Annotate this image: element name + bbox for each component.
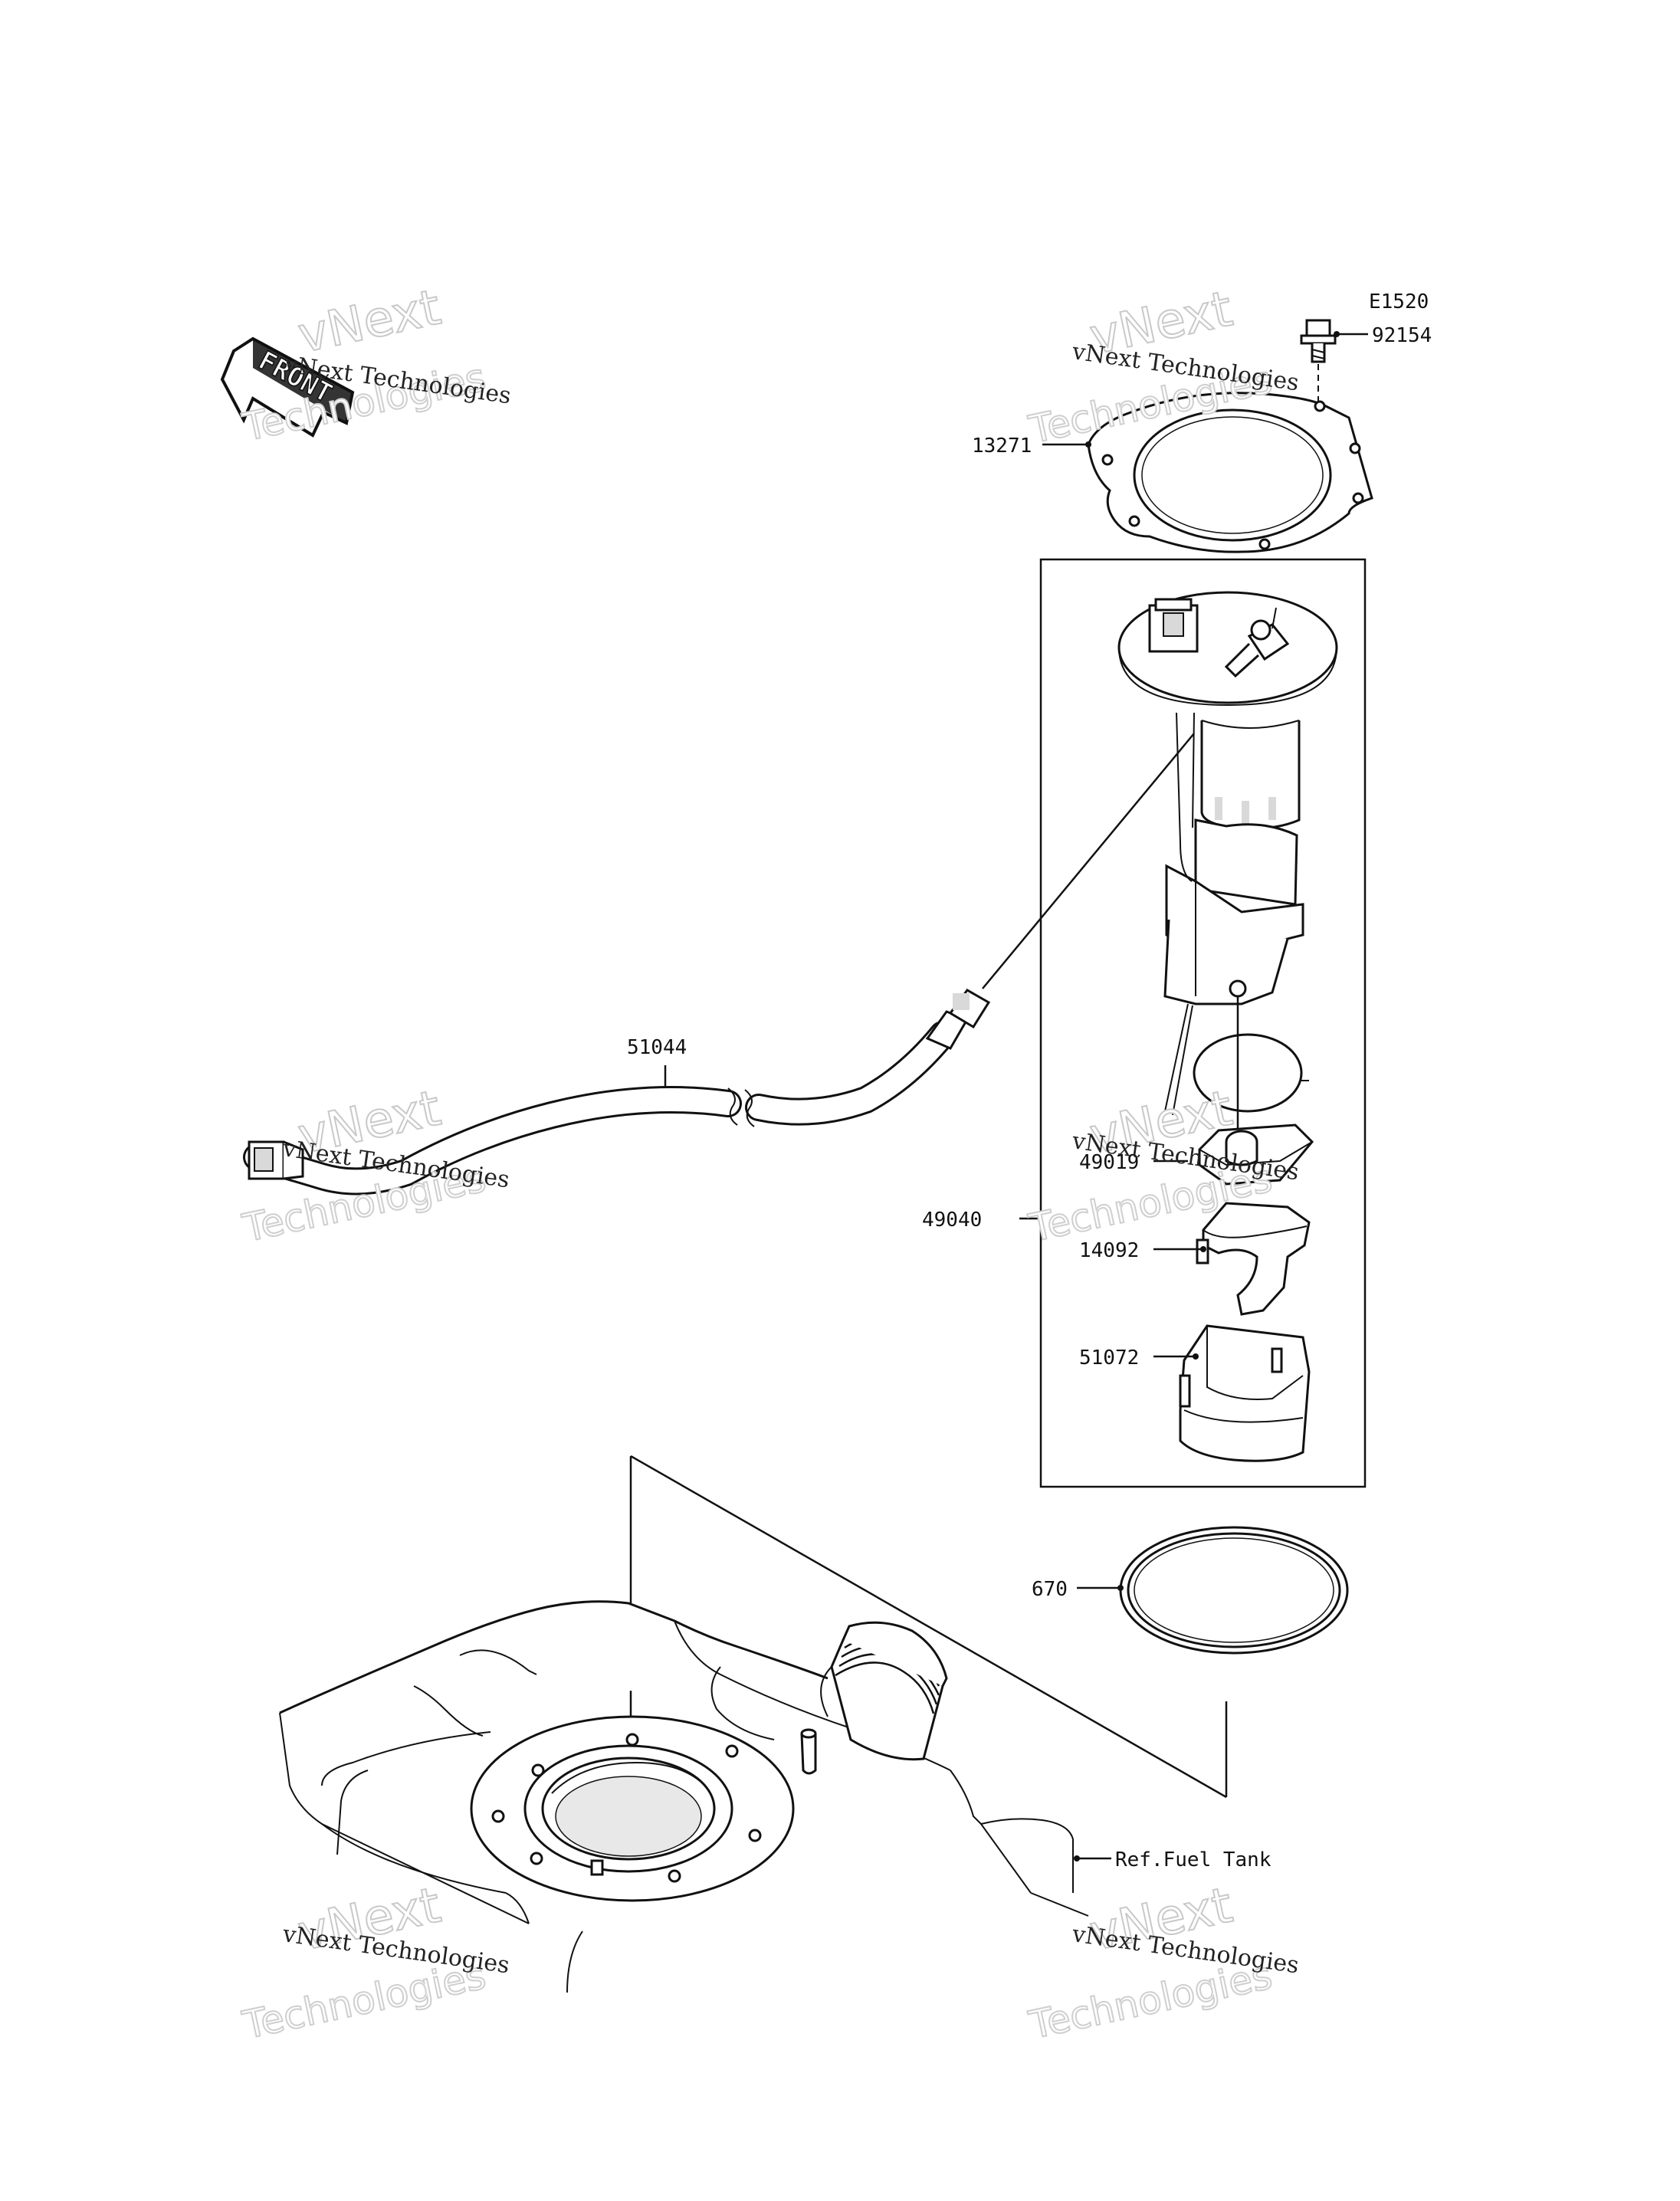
label-13271: 13271 — [972, 435, 1032, 458]
label-51044: 51044 — [627, 1036, 687, 1059]
label-49019: 49019 — [1079, 1151, 1139, 1174]
label-670: 670 — [1032, 1578, 1068, 1601]
fuel-pump-body-icon — [1163, 712, 1309, 1116]
clip-14092-icon — [1196, 1202, 1311, 1316]
label-92154: 92154 — [1372, 324, 1432, 347]
svg-text:vNext: vNext — [294, 279, 445, 364]
fuel-tank-icon — [279, 1600, 1089, 1993]
svg-text:vNext: vNext — [1085, 1877, 1237, 1962]
gasket-13271-icon — [1087, 392, 1373, 553]
bolt-92154-icon — [1300, 319, 1337, 363]
diagram-code: E1520 — [1369, 290, 1429, 313]
filter-49019-icon — [1198, 1123, 1314, 1186]
wire-harness-51044-icon — [243, 989, 991, 1196]
assembly-49040-box — [1039, 558, 1367, 1488]
oring-670-icon — [1119, 1526, 1349, 1655]
watermark-bottom-right: vNext Technologies vNext Technologies — [1024, 1876, 1300, 2048]
label-ref-fuel-tank: Ref.Fuel Tank — [1115, 1848, 1271, 1871]
label-14092: 14092 — [1079, 1239, 1139, 1262]
cup-51072-icon — [1179, 1324, 1311, 1462]
fuel-pump-flange-icon — [1117, 591, 1338, 707]
label-49040: 49040 — [922, 1209, 982, 1232]
watermark-bottom-left: vNext Technologies vNext Technologies — [238, 1876, 510, 2048]
label-51072: 51072 — [1079, 1347, 1139, 1369]
